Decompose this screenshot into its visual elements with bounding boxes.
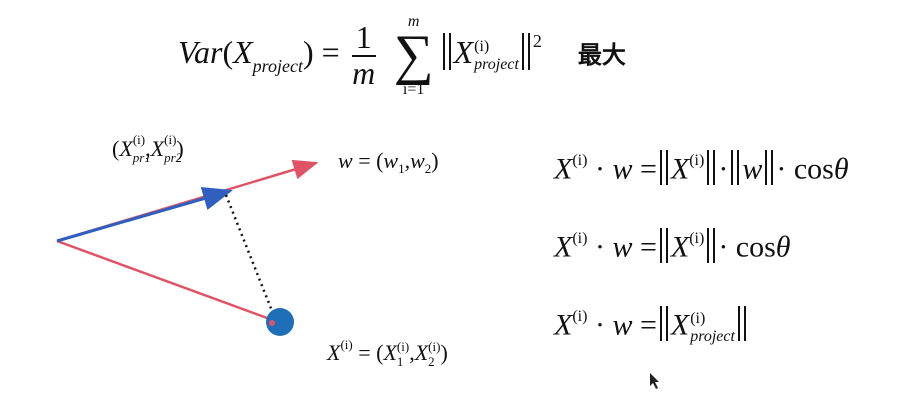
var-label: Var [178,34,223,71]
dot-product-formula-2: X(i) · w =X(i)· cosθ [554,228,791,264]
one-over-m-fraction: 1 m [351,19,376,91]
summation: m ∑ i=1 [393,13,434,99]
data-point [266,308,294,336]
data-point-label: X(i) = (X(i)1,X(i)2) [327,337,448,369]
maximize-label: 最大 [577,41,626,70]
mouse-cursor-icon [650,373,659,389]
projection-dotted-line [224,194,278,322]
w-definition-label: w = (w1,w2) [338,148,439,176]
projection-vector [56,186,233,243]
dot-product-formula-3: X(i) · w =X(i)project [554,306,749,345]
dot-product-formula-1: X(i) · w =X(i)·w· cosθ [554,150,849,186]
projection-point-label: (Xpr1(i),Xpr2(i)) [112,132,184,165]
data-point-vector [56,239,279,324]
data-point-center [269,320,275,326]
